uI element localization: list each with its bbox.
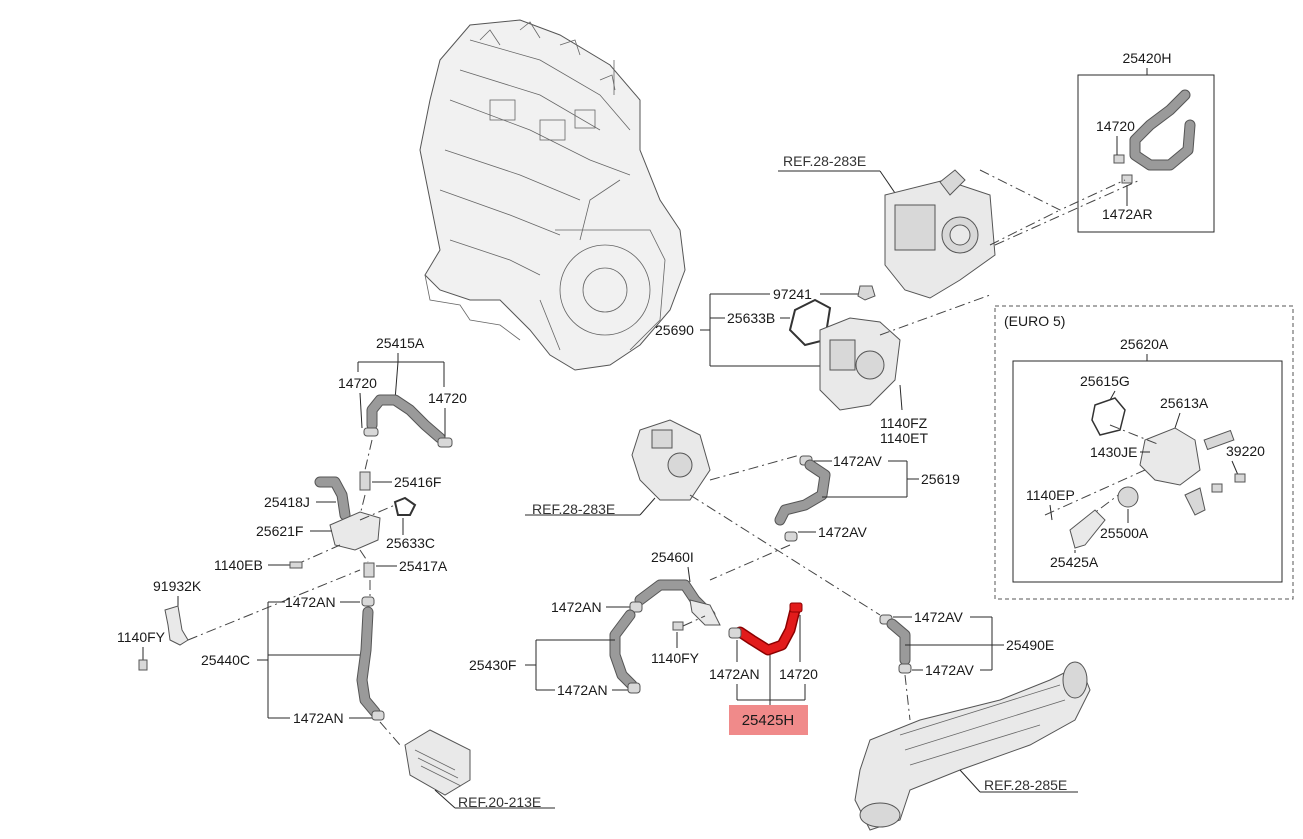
label-1472av-d: 1472AV bbox=[925, 662, 974, 678]
label-1472av-a: 1472AV bbox=[833, 453, 882, 469]
label-97241: 97241 bbox=[773, 286, 812, 302]
label-25440c: 25440C bbox=[201, 652, 250, 668]
label-1140et: 1140ET bbox=[880, 430, 928, 446]
label-1430je: 1430JE bbox=[1090, 444, 1137, 460]
label-25490e: 25490E bbox=[1006, 637, 1054, 653]
label-1472an-c: 1472AN bbox=[551, 599, 602, 615]
group-25490e: 1472AV 25490E 1472AV REF.28-285E bbox=[854, 609, 1091, 831]
group-left: 25415A 14720 14720 25416F 25418J 25621F … bbox=[117, 335, 555, 810]
label-25417a: 25417A bbox=[399, 558, 448, 574]
label-1472an-e: 1472AN bbox=[709, 666, 760, 682]
label-25620a: 25620A bbox=[1120, 336, 1169, 352]
label-1472an-b: 1472AN bbox=[293, 710, 344, 726]
label-1140ep: 1140EP bbox=[1026, 487, 1075, 503]
label-1140fy-left: 1140FY bbox=[117, 629, 166, 645]
label-25633b: 25633B bbox=[727, 310, 775, 326]
label-39220: 39220 bbox=[1226, 443, 1265, 459]
label-25425a: 25425A bbox=[1050, 554, 1099, 570]
label-14720-left-a: 14720 bbox=[338, 375, 377, 391]
group-25690: 97241 25633B 25690 1140FZ 1140ET bbox=[655, 285, 991, 446]
group-middle-upper: REF.28-283E 1472AV 25619 1472AV bbox=[525, 419, 960, 616]
label-25613a: 25613A bbox=[1160, 395, 1209, 411]
label-ref-28-283e-top: REF.28-283E bbox=[783, 153, 866, 169]
label-14720-left-b: 14720 bbox=[428, 390, 467, 406]
group-middle-lower: 25460I 1472AN 25430F 1472AN 1140FY 1472A… bbox=[469, 549, 818, 735]
label-ref-28-285e: REF.28-285E bbox=[984, 777, 1067, 793]
label-25415a: 25415A bbox=[376, 335, 425, 351]
label-25416f: 25416F bbox=[394, 474, 441, 490]
label-25460i: 25460I bbox=[651, 549, 694, 565]
label-1472an-a: 1472AN bbox=[285, 594, 336, 610]
label-25633c: 25633C bbox=[386, 535, 435, 551]
label-25430f: 25430F bbox=[469, 657, 516, 673]
label-1140eb: 1140EB bbox=[214, 557, 263, 573]
label-ref-28-283e-mid: REF.28-283E bbox=[532, 501, 615, 517]
label-1472ar: 1472AR bbox=[1102, 206, 1153, 222]
highlight-label-bg bbox=[729, 705, 808, 735]
label-1140fz: 1140FZ bbox=[880, 415, 928, 431]
label-25621f: 25621F bbox=[256, 523, 303, 539]
label-25690: 25690 bbox=[655, 322, 694, 338]
label-91932k: 91932K bbox=[153, 578, 202, 594]
label-1472an-d: 1472AN bbox=[557, 682, 608, 698]
label-1472av-b: 1472AV bbox=[818, 524, 867, 540]
engine-assembly bbox=[419, 19, 686, 371]
label-1140fy-mid: 1140FY bbox=[651, 650, 700, 666]
label-25619: 25619 bbox=[921, 471, 960, 487]
label-25418j: 25418J bbox=[264, 494, 310, 510]
label-1472av-c: 1472AV bbox=[914, 609, 963, 625]
label-25420h: 25420H bbox=[1122, 50, 1171, 66]
label-euro5: (EURO 5) bbox=[1004, 313, 1065, 329]
label-25615g: 25615G bbox=[1080, 373, 1130, 389]
label-25500a: 25500A bbox=[1100, 525, 1149, 541]
group-25420h: 25420H 14720 1472AR bbox=[1077, 50, 1215, 233]
label-25425h: 25425H bbox=[742, 712, 795, 729]
label-14720-top: 14720 bbox=[1096, 118, 1135, 134]
label-14720-mid: 14720 bbox=[779, 666, 818, 682]
group-ref-28-283e-top: REF.28-283E bbox=[778, 153, 1141, 299]
group-euro5: (EURO 5) 25620A 25615G 25613A 1430JE 392… bbox=[994, 305, 1294, 600]
label-ref-20-213e: REF.20-213E bbox=[458, 794, 541, 810]
